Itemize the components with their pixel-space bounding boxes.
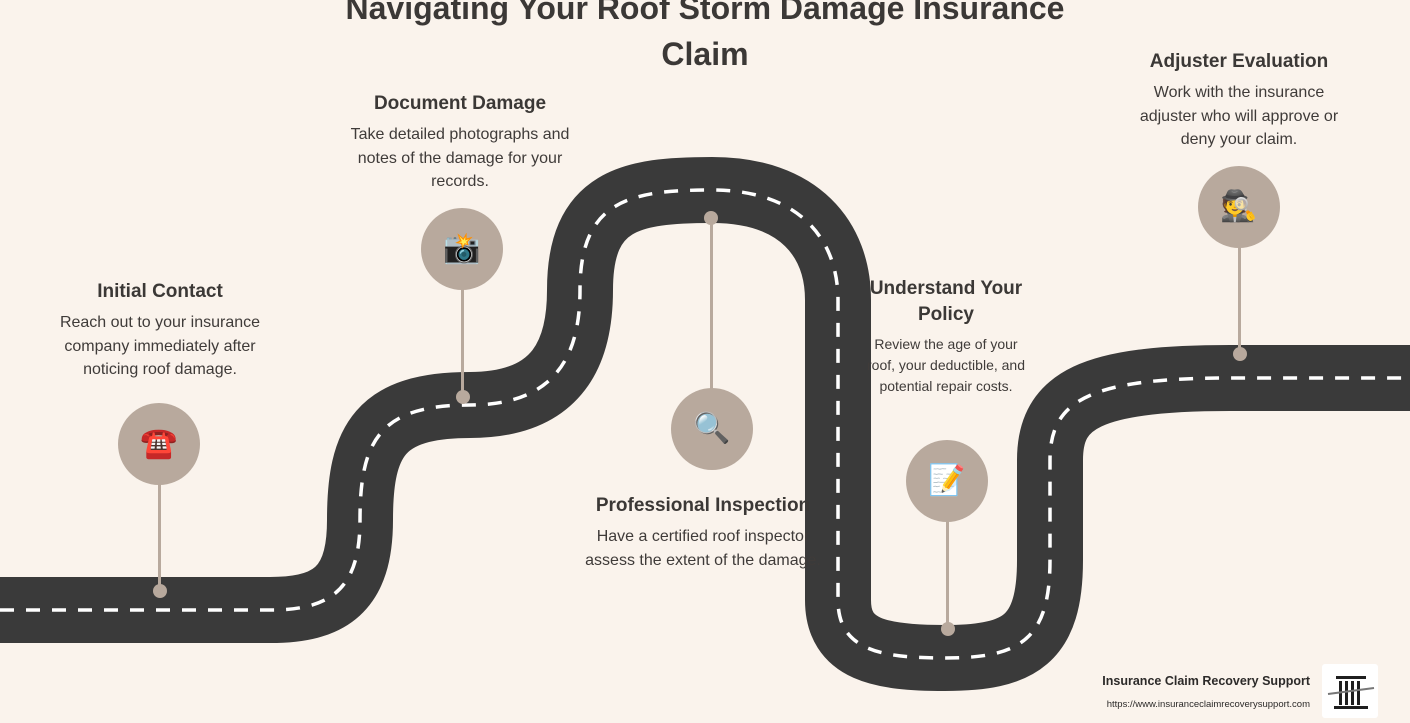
step-title: Initial Contact — [97, 281, 223, 302]
step-adjuster-evaluation: Adjuster Evaluation Work with the insura… — [1124, 49, 1354, 152]
step-description: Reach out to your insurance company imme… — [59, 314, 261, 378]
marker-stem — [946, 520, 949, 626]
step-description: Review the age of your roof, your deduct… — [867, 336, 1025, 394]
marker-dot — [153, 584, 167, 598]
step-description: Have a certified roof inspector assess t… — [585, 528, 821, 569]
marker-stem — [461, 288, 464, 396]
page-title-line-1: Navigating Your Roof Storm Damage Insura… — [345, 0, 1065, 26]
road-center-dashes — [0, 188, 1410, 660]
magnifying-glass-icon: 🔍 — [671, 388, 753, 470]
marker-dot — [941, 622, 955, 636]
step-professional-inspection: Professional Inspection Have a certified… — [583, 493, 823, 572]
brand-url: https://www.insuranceclaimrecoverysuppor… — [1106, 699, 1310, 710]
step-title: Professional Inspection — [595, 495, 811, 516]
step-title: Adjuster Evaluation — [1149, 51, 1329, 72]
marker-dot — [456, 390, 470, 404]
step-description: Take detailed photographs and notes of t… — [350, 126, 570, 190]
step-title: Understand Your Policy — [869, 278, 1023, 325]
marker-stem — [1238, 246, 1241, 352]
telephone-icon: ☎️ — [118, 403, 200, 485]
marker-stem — [710, 220, 713, 390]
marker-stem — [158, 484, 161, 590]
brand-name: Insurance Claim Recovery Support — [1102, 674, 1310, 688]
step-understand-policy: Understand Your Policy Review the age of… — [866, 276, 1026, 397]
step-description: Work with the insurance adjuster who wil… — [1139, 84, 1339, 148]
marker-dot — [1233, 347, 1247, 361]
step-initial-contact: Initial Contact Reach out to your insura… — [40, 279, 280, 382]
marker-dot — [704, 211, 718, 225]
detective-icon: 🕵️ — [1198, 166, 1280, 248]
courthouse-columns-icon — [1322, 664, 1378, 718]
camera-flash-icon: 📸 — [421, 208, 503, 290]
page-title-line-2: Claim — [661, 36, 749, 72]
step-document-damage: Document Damage Take detailed photograph… — [340, 91, 580, 194]
step-title: Document Damage — [373, 93, 547, 114]
memo-icon: 📝 — [906, 440, 988, 522]
